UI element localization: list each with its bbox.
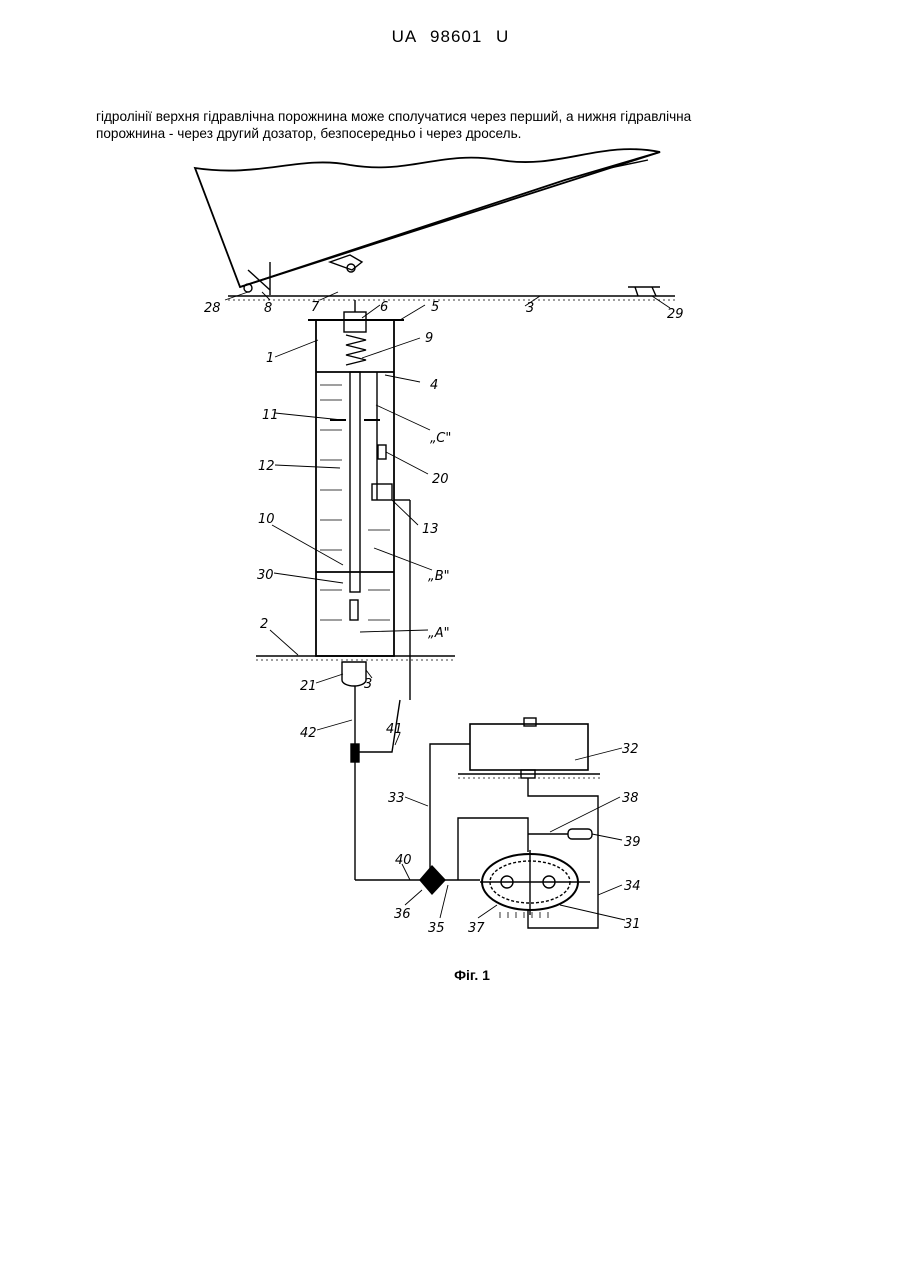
label-13: 13 bbox=[422, 522, 439, 537]
label-38: 38 bbox=[622, 791, 639, 806]
label-34: 34 bbox=[624, 879, 641, 894]
label-32: 32 bbox=[622, 742, 639, 757]
tank-32 bbox=[458, 718, 600, 778]
label-30: 30 bbox=[257, 568, 274, 583]
leader-lines bbox=[225, 292, 670, 920]
label-7: 7 bbox=[311, 300, 320, 315]
figure-caption: Фіг. 1 bbox=[0, 967, 901, 983]
label-C: „C" bbox=[430, 431, 451, 446]
ground-top bbox=[228, 287, 675, 300]
label-2: 2 bbox=[260, 617, 268, 632]
label-9: 9 bbox=[425, 331, 433, 346]
label-36: 36 bbox=[394, 907, 411, 922]
ground-bottom bbox=[256, 656, 455, 880]
label-29: 29 bbox=[667, 307, 684, 322]
label-33: 33 bbox=[388, 791, 405, 806]
label-39: 39 bbox=[624, 835, 641, 850]
label-42: 42 bbox=[300, 726, 317, 741]
label-1: 1 bbox=[266, 351, 274, 366]
label-10: 10 bbox=[258, 512, 275, 527]
label-35: 35 bbox=[428, 921, 445, 936]
label-21: 21 bbox=[300, 679, 317, 694]
label-4: 4 bbox=[430, 378, 438, 393]
label-5: 5 bbox=[431, 300, 439, 315]
label-8: 8 bbox=[264, 301, 272, 316]
label-A: „A" bbox=[428, 626, 450, 641]
hydraulic-cylinder bbox=[308, 300, 410, 700]
dump-body bbox=[195, 149, 660, 295]
label-20: 20 bbox=[432, 472, 449, 487]
label-11: 11 bbox=[262, 408, 279, 423]
label-31: 31 bbox=[624, 917, 641, 932]
label-37: 37 bbox=[468, 921, 485, 936]
label-3-top: 3 bbox=[526, 301, 534, 316]
label-B: „B" bbox=[428, 569, 450, 584]
patent-figure-1: 28 8 7 6 5 3 29 1 9 4 11 „C" 12 20 13 10… bbox=[0, 0, 901, 1000]
label-6: 6 bbox=[380, 300, 388, 315]
pipes bbox=[355, 744, 598, 928]
distributor-36 bbox=[420, 866, 445, 894]
label-12: 12 bbox=[258, 459, 275, 474]
label-28: 28 bbox=[204, 301, 221, 316]
label-40: 40 bbox=[395, 853, 412, 868]
label-41: 41 bbox=[386, 722, 403, 737]
label-3-bottom: 3 bbox=[364, 677, 372, 692]
